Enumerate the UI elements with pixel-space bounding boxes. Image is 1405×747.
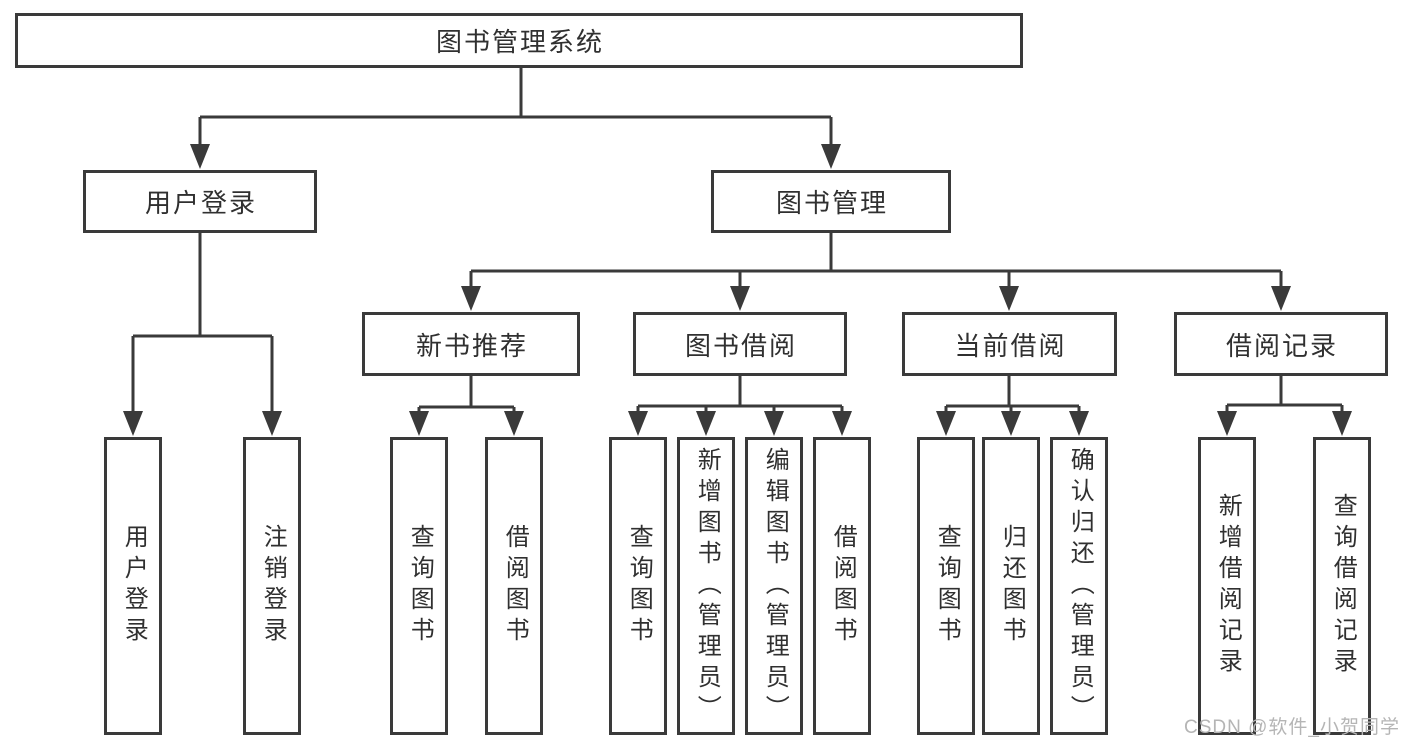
node-book-borrow: 图书借阅 bbox=[633, 312, 847, 376]
node-book-mgmt: 图书管理 bbox=[711, 170, 951, 233]
node-leaf-borrow-books-2-label: 借阅图书 bbox=[829, 524, 857, 648]
connector-user-login-to-leaves bbox=[123, 233, 282, 436]
node-leaf-confirm-return-admin-label: 确认归还（管理员） bbox=[1066, 446, 1094, 726]
node-leaf-borrow-books-2: 借阅图书 bbox=[813, 437, 871, 735]
node-leaf-query-books-2: 查询图书 bbox=[609, 437, 667, 735]
node-book-borrow-label: 图书借阅 bbox=[684, 330, 797, 361]
node-leaf-query-borrow-record: 查询借阅记录 bbox=[1313, 437, 1371, 735]
node-leaf-edit-book-admin: 编辑图书（管理员） bbox=[745, 437, 803, 735]
node-leaf-user-login: 用户登录 bbox=[104, 437, 162, 735]
node-leaf-add-borrow-record-label: 新增借阅记录 bbox=[1214, 493, 1242, 679]
connector-book-borrow-to-leaves bbox=[628, 376, 852, 436]
node-leaf-borrow-books-1: 借阅图书 bbox=[485, 437, 543, 735]
node-book-mgmt-label: 图书管理 bbox=[775, 188, 888, 218]
connector-book-mgmt-to-sections bbox=[461, 233, 1291, 311]
watermark: CSDN @软件_小贺同学 bbox=[1184, 717, 1400, 738]
node-leaf-query-books-2-label: 查询图书 bbox=[625, 524, 653, 648]
node-leaf-logout: 注销登录 bbox=[243, 437, 301, 735]
node-user-login-label: 用户登录 bbox=[144, 188, 257, 218]
node-leaf-return-book: 归还图书 bbox=[982, 437, 1040, 735]
connector-new-books-to-leaves bbox=[409, 376, 524, 436]
connector-current-borrow-to-leaves bbox=[936, 376, 1089, 436]
node-leaf-add-book-admin: 新增图书（管理员） bbox=[677, 437, 735, 735]
node-current-borrow: 当前借阅 bbox=[902, 312, 1117, 376]
node-leaf-borrow-books-1-label: 借阅图书 bbox=[501, 524, 529, 648]
node-borrow-records-label: 借阅记录 bbox=[1225, 330, 1338, 361]
node-leaf-query-books-1: 查询图书 bbox=[390, 437, 448, 735]
node-leaf-add-borrow-record: 新增借阅记录 bbox=[1198, 437, 1256, 735]
node-new-books: 新书推荐 bbox=[362, 312, 580, 376]
node-leaf-user-login-label: 用户登录 bbox=[120, 524, 148, 648]
node-leaf-confirm-return-admin: 确认归还（管理员） bbox=[1050, 437, 1108, 735]
node-borrow-records: 借阅记录 bbox=[1174, 312, 1388, 376]
node-leaf-query-books-1-label: 查询图书 bbox=[406, 524, 434, 648]
node-leaf-edit-book-admin-label: 编辑图书（管理员） bbox=[761, 446, 789, 726]
connector-root-to-branches bbox=[190, 68, 841, 169]
node-current-borrow-label: 当前借阅 bbox=[954, 330, 1067, 361]
node-root-label: 图书管理系统 bbox=[435, 27, 604, 57]
node-leaf-query-borrow-record-label: 查询借阅记录 bbox=[1329, 493, 1357, 679]
connector-borrow-records-to-leaves bbox=[1217, 376, 1352, 436]
node-new-books-label: 新书推荐 bbox=[415, 330, 528, 361]
node-leaf-return-book-label: 归还图书 bbox=[998, 524, 1026, 648]
node-user-login: 用户登录 bbox=[83, 170, 317, 233]
node-root: 图书管理系统 bbox=[15, 13, 1023, 68]
node-leaf-query-books-3: 查询图书 bbox=[917, 437, 975, 735]
node-leaf-logout-label: 注销登录 bbox=[259, 524, 287, 648]
node-leaf-add-book-admin-label: 新增图书（管理员） bbox=[693, 446, 721, 726]
node-leaf-query-books-3-label: 查询图书 bbox=[933, 524, 961, 648]
